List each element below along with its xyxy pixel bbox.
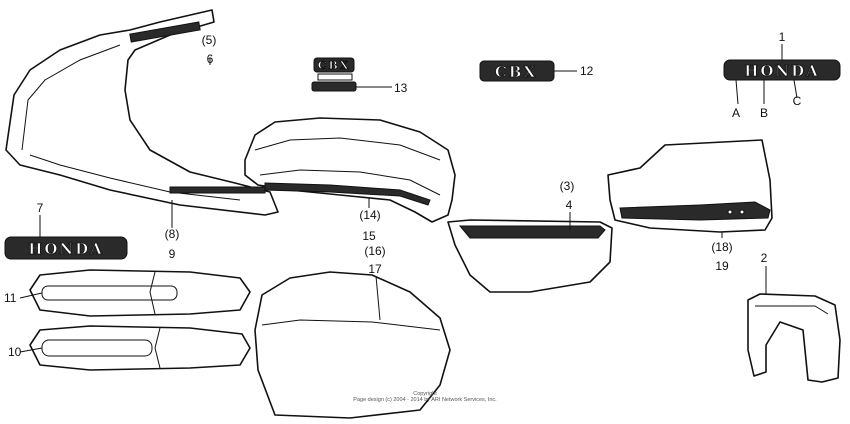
label-11: 11 xyxy=(4,291,17,305)
leader-lines xyxy=(19,44,798,353)
honda-emblem-side: HONDA xyxy=(4,236,128,260)
label-14: (14) xyxy=(359,208,380,222)
label-12: 12 xyxy=(580,64,594,78)
label-18: (18) xyxy=(711,240,732,254)
label-13: 13 xyxy=(394,81,408,95)
copyright-notice: Copyright Page design (c) 2004 - 2014 by… xyxy=(353,391,497,403)
honda-emblem-side-text: HONDA xyxy=(28,240,104,258)
cbx-badge-small-text: CBX xyxy=(318,59,351,72)
fuel-tank-part xyxy=(244,117,456,223)
cbx-badge-large: CBX xyxy=(479,60,555,82)
label-10: 10 xyxy=(8,345,22,359)
label-19: 19 xyxy=(715,259,729,273)
label-1: 1 xyxy=(779,30,786,44)
label-5: (5) xyxy=(202,33,217,47)
label-17: 17 xyxy=(368,262,382,276)
label-6: 6 xyxy=(207,52,214,66)
knee-pad-upper-part xyxy=(29,269,251,317)
label-7: 7 xyxy=(37,201,44,215)
label-4: 4 xyxy=(566,198,573,212)
label-8: (8) xyxy=(165,227,180,241)
fairing-cowl-part xyxy=(5,9,279,216)
label-15: 15 xyxy=(362,229,376,243)
label-3: (3) xyxy=(560,179,575,193)
label-2: 2 xyxy=(761,251,768,265)
copyright-line-1: Copyright xyxy=(413,391,437,397)
callout-labels: 1 2 (3) 4 (5) 6 7 (8) 9 10 11 12 13 (14)… xyxy=(4,30,802,359)
label-9: 9 xyxy=(169,247,176,261)
tail-piece-part xyxy=(747,293,841,383)
seat-part xyxy=(254,271,451,419)
label-16: (16) xyxy=(364,244,385,258)
honda-emblem-main-text: HONDA xyxy=(744,62,820,80)
knee-pad-lower-part xyxy=(29,325,251,371)
label-B: B xyxy=(760,106,768,120)
label-A: A xyxy=(732,106,740,120)
cbx-badge-small: CBX xyxy=(311,57,357,92)
copyright-line-2: Page design (c) 2004 - 2014 by ARI Netwo… xyxy=(353,397,497,403)
label-C: C xyxy=(793,94,802,108)
side-cover-part xyxy=(447,219,613,293)
cbx-badge-large-text: CBX xyxy=(495,63,537,81)
right-side-cover-part xyxy=(607,139,773,233)
honda-emblem-main: HONDA xyxy=(723,59,841,81)
